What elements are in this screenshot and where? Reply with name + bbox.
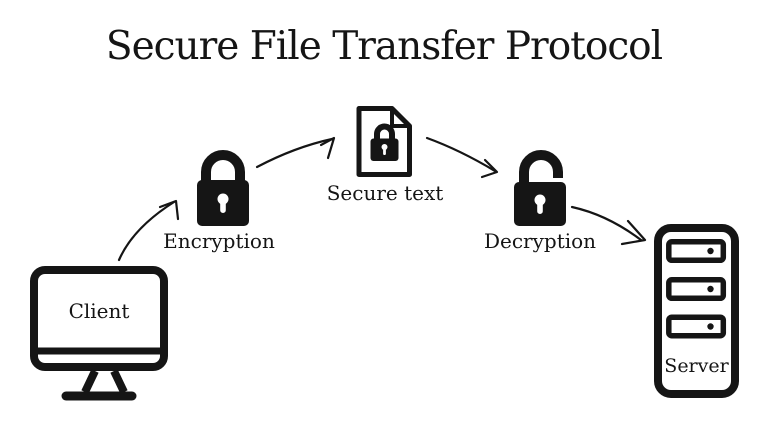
decryption-label: Decryption <box>483 229 597 253</box>
server-rack-icon <box>654 224 739 398</box>
locked-document-icon <box>356 106 412 177</box>
closed-padlock-icon <box>197 150 249 226</box>
desktop-monitor-icon <box>30 266 168 401</box>
client-label: Client <box>68 299 130 323</box>
open-padlock-icon <box>514 150 566 226</box>
diagram-title: Secure File Transfer Protocol <box>105 24 663 69</box>
server-label: Server <box>664 355 729 377</box>
arrow-secure-text-to-decryption <box>425 136 499 179</box>
secure-text-label: Secure text <box>326 181 444 205</box>
encryption-label: Encryption <box>163 229 275 253</box>
arrow-encryption-to-secure-text <box>255 136 336 169</box>
arrow-decryption-to-server <box>570 205 647 246</box>
arrow-client-to-encryption <box>117 199 180 262</box>
